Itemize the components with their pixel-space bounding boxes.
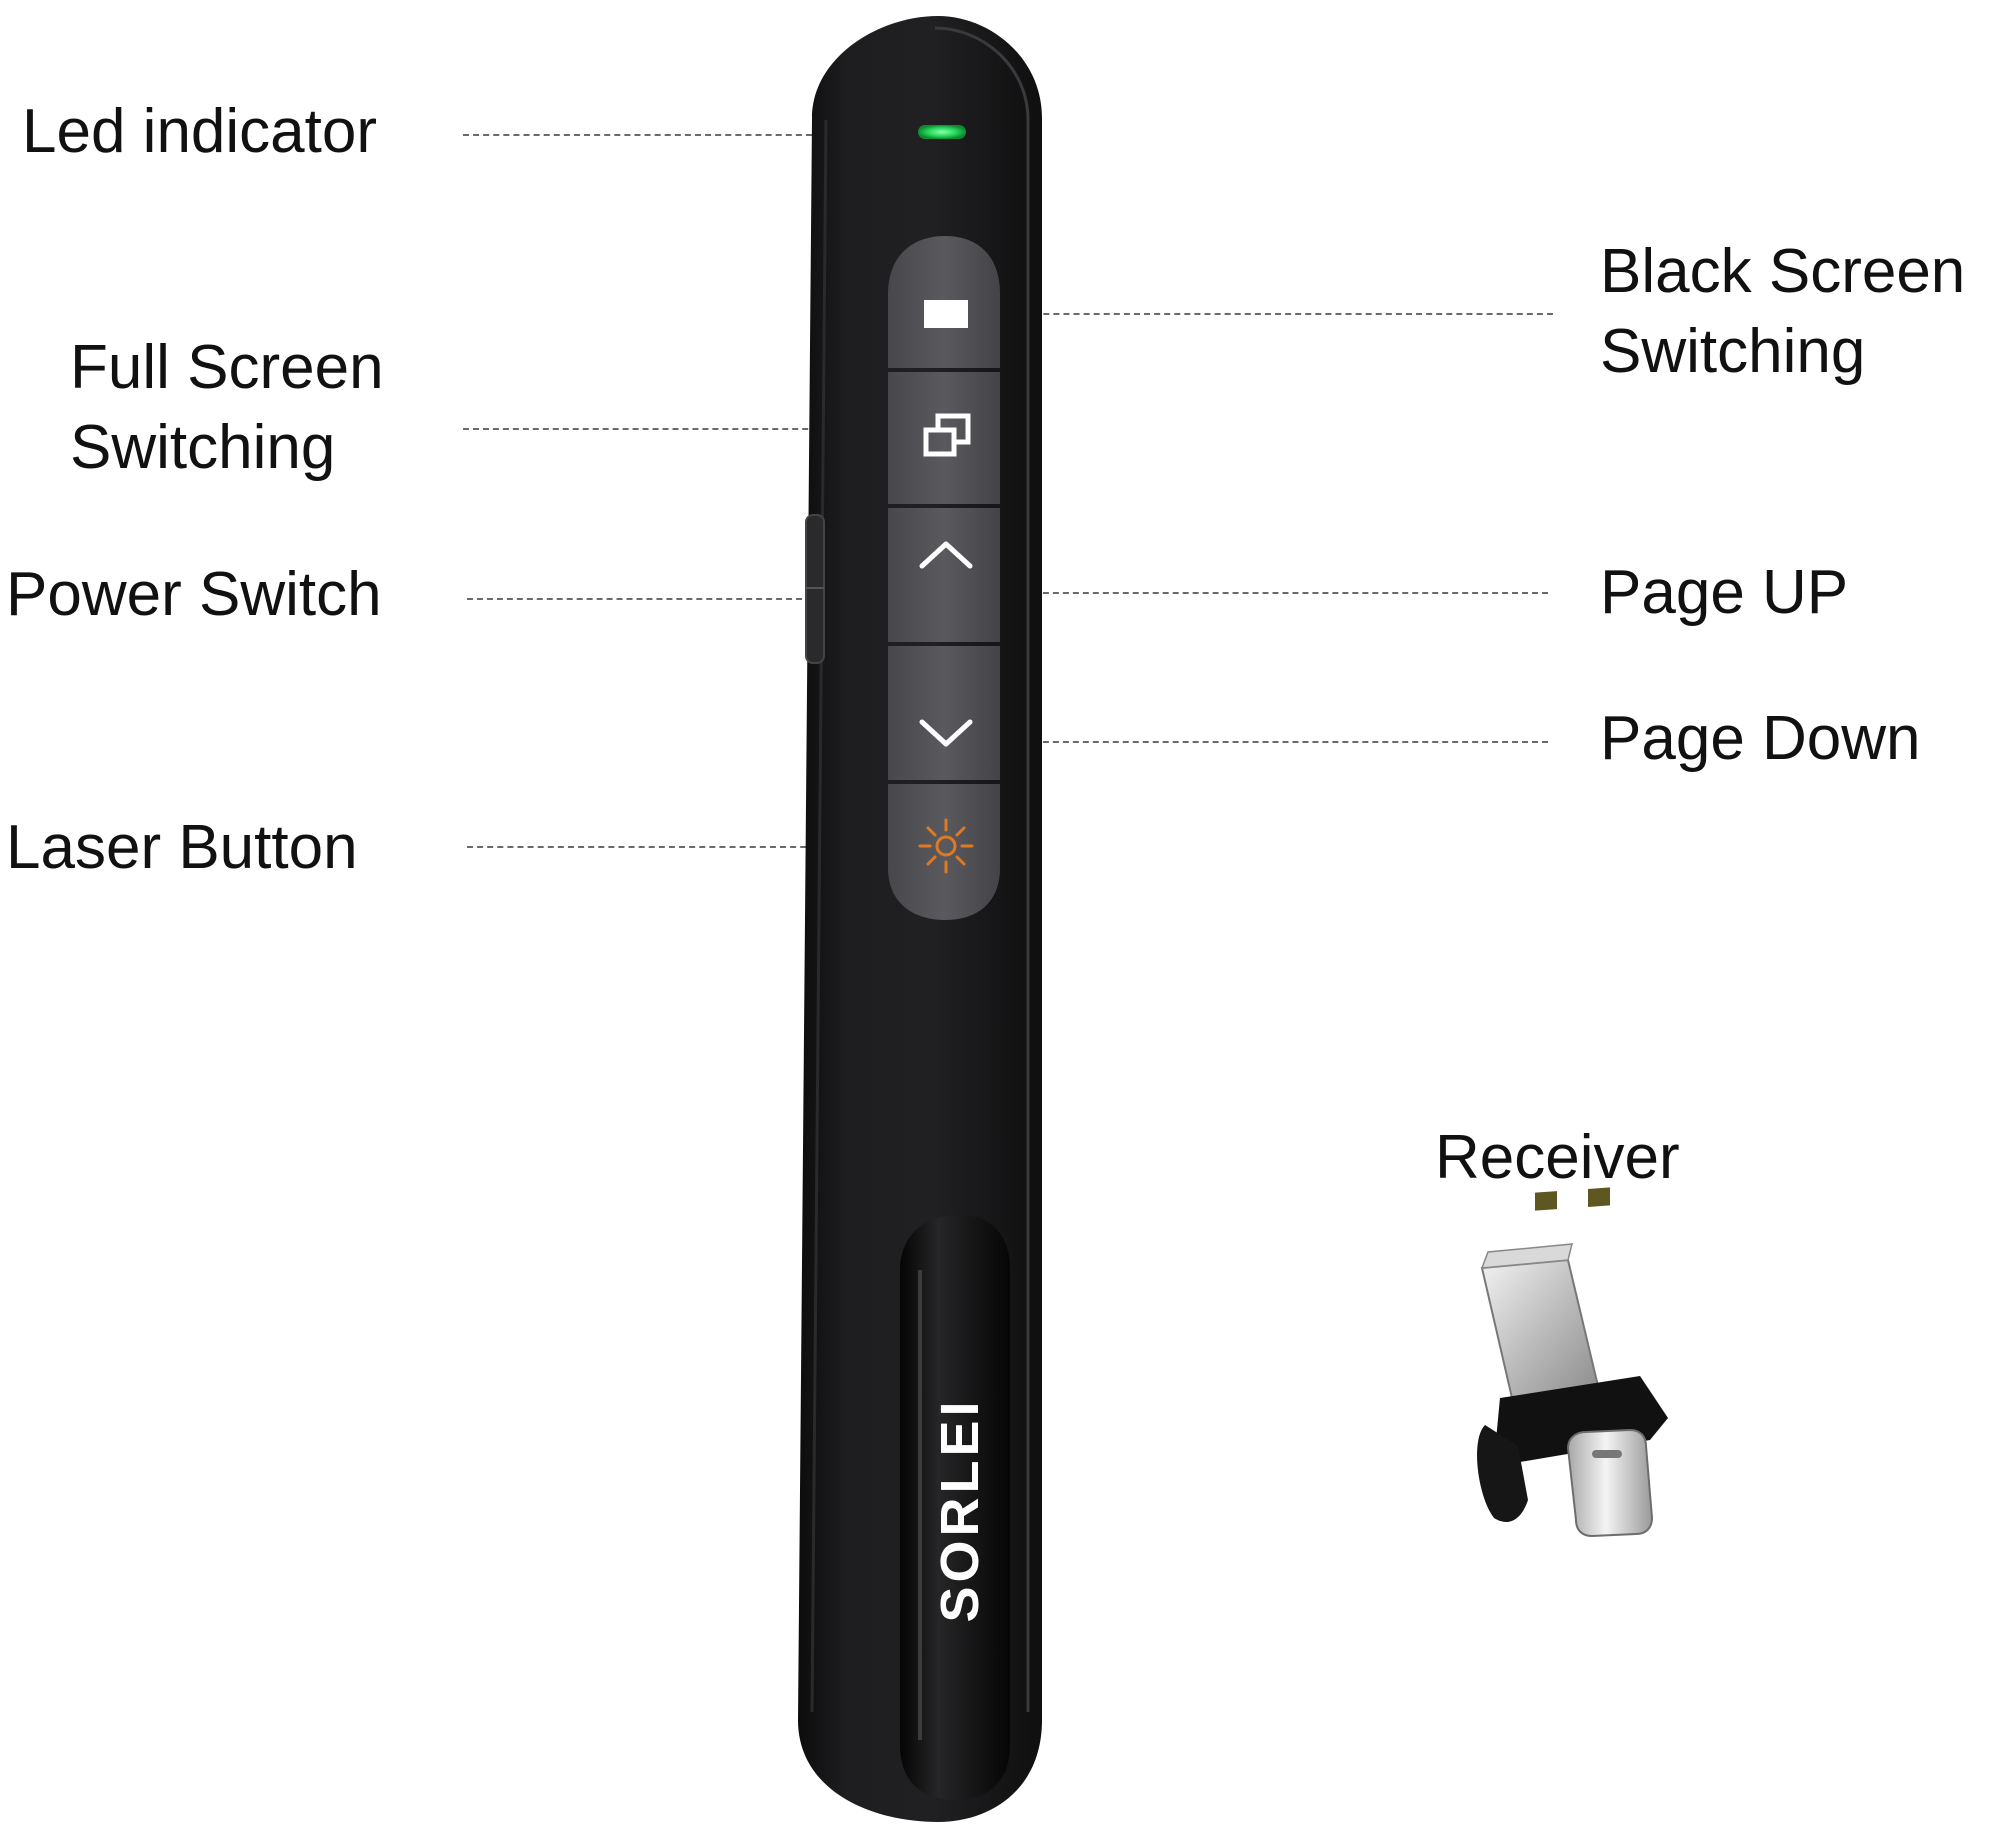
presenter-left-edge	[810, 119, 828, 1713]
brand-logo: SORLEI	[930, 1397, 990, 1622]
receiver-storage-clip	[900, 1215, 1010, 1800]
power-switch-label: Power Switch	[6, 560, 382, 629]
black-screen-leader-line	[1003, 313, 1553, 315]
black-screen-label-line-1: Black Screen	[1600, 237, 1966, 306]
window-stack-icon	[923, 413, 971, 457]
full-screen-label-line-2: Switching	[70, 413, 336, 482]
receiver-cap	[1477, 1425, 1528, 1522]
svg-text:SORLEI: SORLEI	[930, 1397, 990, 1622]
laser-button-label: Laser Button	[6, 813, 358, 882]
page-down-label: Page Down	[1600, 704, 1921, 773]
rectangle-icon	[924, 300, 968, 328]
led-leader-line	[463, 134, 933, 136]
page-up-button[interactable]	[888, 508, 1000, 642]
power-leader-line	[467, 598, 812, 600]
black-screen-label-line-2: Switching	[1600, 317, 1866, 386]
chevron-down-icon	[919, 719, 973, 747]
black-screen-switching-label: Black Screen Switching	[1600, 232, 1965, 392]
page-up-label: Page UP	[1600, 558, 1849, 627]
full-screen-leader-line	[463, 428, 888, 430]
presenter-edge-highlight	[934, 26, 1030, 1712]
led-indicator	[918, 125, 966, 139]
chevron-up-icon	[919, 541, 973, 569]
page-down-button[interactable]	[888, 646, 1000, 780]
laser-button[interactable]	[888, 784, 1000, 920]
full-screen-label-line-1: Full Screen	[70, 333, 384, 402]
receiver-label: Receiver	[1435, 1123, 1680, 1192]
full-screen-switching-label: Full Screen Switching	[70, 328, 384, 488]
led-indicator-label: Led indicator	[22, 97, 378, 166]
presenter-remote: SORLEI	[798, 16, 1042, 1822]
page-up-leader-line	[1003, 592, 1548, 594]
type-c-slot	[1592, 1450, 1622, 1458]
type-c-connector	[1566, 1428, 1654, 1538]
sun-burst-icon	[918, 818, 974, 874]
usb-receiver	[1477, 1187, 1668, 1538]
page-down-leader-line	[1003, 741, 1548, 743]
usb-contact-pad	[1588, 1187, 1610, 1207]
usb-contact-pad	[1535, 1191, 1557, 1211]
usb-a-connector	[1480, 1258, 1600, 1400]
laser-leader-line	[467, 846, 887, 848]
full-screen-button[interactable]	[888, 372, 1000, 504]
